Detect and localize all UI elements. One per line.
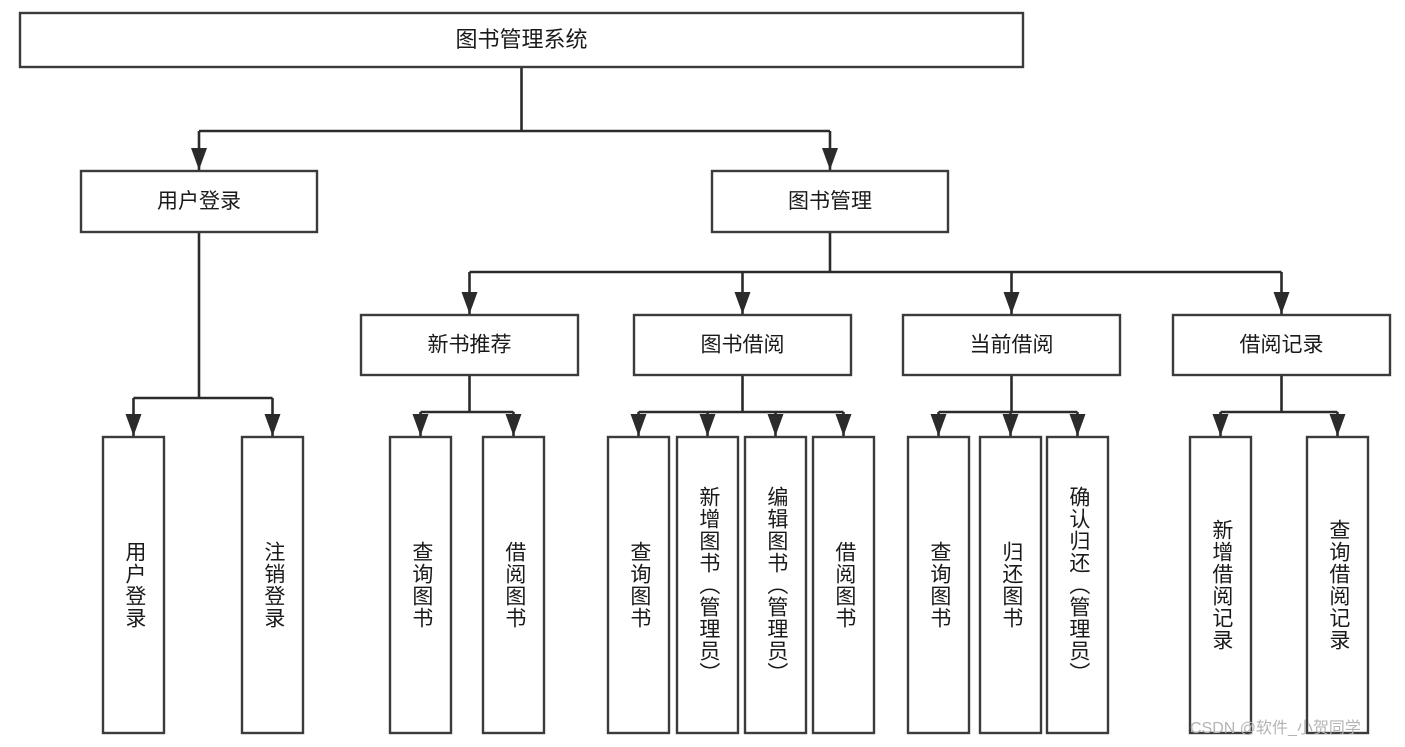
root-to-l2-arrow-1	[822, 148, 838, 170]
book-borrow-to-leaves-arrow-3	[835, 414, 852, 436]
borrow-record-to-leaves-arrow-0	[1212, 414, 1229, 436]
ul-to-leaves-arrow-1	[264, 414, 281, 436]
leaf-node-leaf-user-logout[interactable]	[240, 435, 305, 735]
leaf-node-leaf-query-book-2[interactable]	[606, 435, 671, 735]
bm-to-l3-arrow-2	[1003, 292, 1020, 314]
node-user-login-label: 用户登录	[157, 190, 241, 213]
new-book-recommend-to-leaves-arrow-0	[412, 414, 429, 436]
leaf-node-leaf-query-record[interactable]	[1305, 435, 1370, 735]
node-new-book-recommend-label: 新书推荐	[428, 334, 512, 357]
node-new-book-recommend[interactable]	[359, 313, 580, 377]
book-borrow-to-leaves-arrow-0	[630, 414, 647, 436]
leaf-node-leaf-edit-book[interactable]	[743, 435, 808, 735]
leaf-node-leaf-borrow-book-2[interactable]	[811, 435, 876, 735]
node-book-manage-label: 图书管理	[788, 190, 872, 213]
bm-to-l3-arrow-1	[734, 292, 751, 314]
bm-to-l3-arrow-0	[461, 292, 478, 314]
leaf-node-leaf-return-book[interactable]	[978, 435, 1043, 735]
leaf-node-leaf-user-login[interactable]	[101, 435, 166, 735]
leaf-node-leaf-confirm-return[interactable]	[1045, 435, 1110, 735]
borrow-record-to-leaves-arrow-1	[1329, 414, 1346, 436]
root-to-l2-arrow-0	[191, 148, 207, 170]
current-borrow-to-leaves-arrow-0	[930, 414, 947, 436]
node-current-borrow[interactable]	[901, 313, 1122, 377]
current-borrow-to-leaves-arrow-1	[1002, 414, 1019, 436]
ul-to-leaves-arrow-0	[125, 414, 142, 436]
node-book-borrow-label: 图书借阅	[701, 334, 785, 357]
new-book-recommend-to-leaves-arrow-1	[505, 414, 522, 436]
node-book-borrow[interactable]	[632, 313, 853, 377]
node-root-label: 图书管理系统	[455, 27, 587, 52]
connectors-layer	[125, 67, 1346, 436]
current-borrow-to-leaves-arrow-2	[1069, 414, 1086, 436]
node-root[interactable]	[18, 11, 1025, 69]
node-user-login[interactable]	[79, 169, 319, 234]
node-book-manage[interactable]	[710, 169, 950, 234]
node-borrow-record[interactable]	[1171, 313, 1392, 377]
book-borrow-to-leaves-arrow-1	[699, 414, 716, 436]
leaf-node-leaf-add-book[interactable]	[675, 435, 740, 735]
boxes-layer	[18, 11, 1392, 735]
leaf-node-leaf-borrow-book-1[interactable]	[481, 435, 546, 735]
node-current-borrow-label: 当前借阅	[970, 334, 1054, 357]
bm-to-l3-arrow-3	[1273, 292, 1290, 314]
leaf-node-leaf-add-record[interactable]	[1188, 435, 1253, 735]
node-borrow-record-label: 借阅记录	[1240, 334, 1324, 357]
book-borrow-to-leaves-arrow-2	[767, 414, 784, 436]
leaf-node-leaf-query-book-1[interactable]	[388, 435, 453, 735]
leaf-node-leaf-query-book-3[interactable]	[906, 435, 971, 735]
